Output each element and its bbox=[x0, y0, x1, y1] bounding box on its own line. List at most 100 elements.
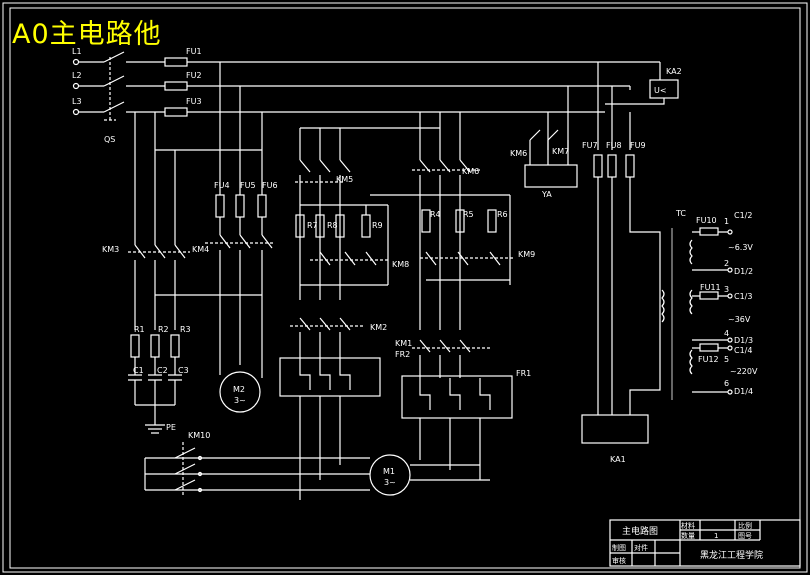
fuses-fu4-fu6 bbox=[215, 185, 267, 235]
contactor-km2 bbox=[290, 317, 365, 360]
m1-label: M1 bbox=[383, 467, 395, 476]
page-title: A0主电路他 bbox=[12, 19, 162, 50]
fu10-label: FU10 bbox=[696, 216, 717, 225]
r3-label: R3 bbox=[180, 325, 191, 334]
contactor-km1 bbox=[412, 339, 490, 378]
tap-6-num: 6 bbox=[724, 379, 729, 388]
fu12-label: FU12 bbox=[698, 355, 719, 364]
title-block-drawing-no: 图号 bbox=[738, 532, 752, 540]
tap-5-num: 5 bbox=[724, 355, 729, 364]
title-block-proof: 对件 bbox=[634, 543, 648, 552]
title-block-qty-val: 1 bbox=[714, 532, 718, 540]
title-block-scale: 比例 bbox=[738, 521, 752, 530]
fuse-fu9-label: FU9 bbox=[630, 141, 646, 150]
title-block-draw: 制图 bbox=[612, 543, 626, 552]
km6-ya-label: KM6 bbox=[510, 149, 527, 158]
brake-ya bbox=[524, 129, 578, 188]
fuse-fu4-label: FU4 bbox=[214, 181, 230, 190]
c3-label: C3 bbox=[178, 366, 189, 375]
km8-label: KM8 bbox=[392, 260, 409, 269]
fuse-fu6-label: FU6 bbox=[262, 181, 278, 190]
rc-network bbox=[128, 334, 182, 434]
title-block-check: 审核 bbox=[612, 556, 626, 565]
tap-3-num: 3 bbox=[724, 285, 729, 294]
tc-label: TC bbox=[675, 209, 686, 218]
fuse-fu7-label: FU7 bbox=[582, 141, 598, 150]
contactor-km10 bbox=[174, 442, 203, 495]
title-block-school: 黑龙江工程学院 bbox=[700, 549, 763, 561]
ka2-label: KA2 bbox=[666, 67, 682, 76]
ya-label: YA bbox=[541, 190, 552, 199]
contactor-km6 bbox=[412, 159, 480, 330]
m2-phase-label: 3~ bbox=[234, 396, 246, 405]
tap-5-name: C1/4 bbox=[734, 346, 752, 355]
motor-m2 bbox=[219, 365, 263, 413]
tap-1-num: 1 bbox=[724, 217, 729, 226]
km7-ya-label: KM7 bbox=[552, 147, 569, 156]
tap-3-name: C1/3 bbox=[734, 292, 752, 301]
m1-phase-label: 3~ bbox=[384, 478, 396, 487]
r6-label: R6 bbox=[497, 210, 508, 219]
tap-1-name: C1/2 bbox=[734, 211, 752, 220]
main-bus-drops bbox=[134, 62, 631, 245]
fu11-label: FU11 bbox=[700, 283, 721, 292]
fuse-fu2-label: FU2 bbox=[186, 71, 202, 80]
km5-label: KM5 bbox=[336, 175, 353, 184]
title-block-name: 主电路图 bbox=[622, 525, 658, 537]
km4-label: KM4 bbox=[192, 245, 209, 254]
m2-label: M2 bbox=[233, 385, 245, 394]
tap-2-num: 2 bbox=[724, 259, 729, 268]
thermal-relay-fr2 bbox=[279, 357, 381, 500]
r1-label: R1 bbox=[134, 325, 145, 334]
phase-l1-label: L1 bbox=[72, 47, 82, 56]
contactor-km3 bbox=[128, 244, 190, 330]
relay-ka1 bbox=[581, 414, 649, 444]
relay-ka2 bbox=[605, 62, 679, 105]
fuse-fu8-label: FU8 bbox=[606, 141, 622, 150]
fuse-fu5-label: FU5 bbox=[240, 181, 256, 190]
r9-label: R9 bbox=[372, 221, 383, 230]
km9-label: KM9 bbox=[518, 250, 535, 259]
km6-label: KM6 bbox=[462, 167, 479, 176]
title-block-qty: 数量 bbox=[681, 531, 695, 540]
transformer-tc bbox=[661, 227, 733, 400]
r4-label: R4 bbox=[430, 210, 441, 219]
tap-4-name: D1/3 bbox=[734, 336, 753, 345]
km1-label: KM1 bbox=[395, 339, 412, 348]
km2-label: KM2 bbox=[370, 323, 387, 332]
voltage-220v: ~220V bbox=[730, 367, 758, 376]
fr1-label: FR1 bbox=[516, 369, 531, 378]
contactor-km4 bbox=[155, 234, 275, 365]
r5-label: R5 bbox=[463, 210, 474, 219]
voltage-36v: ~36V bbox=[728, 315, 751, 324]
phase-l3-label: L3 bbox=[72, 97, 82, 106]
tap-2-name: D1/2 bbox=[734, 267, 753, 276]
ka1-label: KA1 bbox=[610, 455, 626, 464]
motor-m1 bbox=[144, 454, 490, 496]
r2-label: R2 bbox=[158, 325, 169, 334]
fuses-fu7-fu9 bbox=[593, 154, 661, 415]
tap-4-num: 4 bbox=[724, 329, 729, 338]
pe-label: PE bbox=[166, 423, 176, 432]
phase-inputs bbox=[72, 51, 660, 121]
c1-label: C1 bbox=[133, 366, 144, 375]
km10-label: KM10 bbox=[188, 431, 210, 440]
thermal-relay-fr1 bbox=[401, 375, 513, 480]
title-block-material: 材料 bbox=[681, 521, 695, 530]
fuse-fu3-label: FU3 bbox=[186, 97, 202, 106]
c2-label: C2 bbox=[157, 366, 168, 375]
resistors-r7-r9 bbox=[295, 204, 389, 285]
fr2-label: FR2 bbox=[395, 350, 410, 359]
contactor-km9 bbox=[420, 251, 515, 281]
ka2-box-label: U< bbox=[654, 86, 667, 95]
resistors-r4-r6 bbox=[370, 194, 511, 285]
drawing-frame-inner bbox=[9, 7, 801, 569]
fuse-fu1-label: FU1 bbox=[186, 47, 202, 56]
km3-label: KM3 bbox=[102, 245, 119, 254]
contactor-km8 bbox=[300, 251, 390, 286]
switch-qs-label: QS bbox=[104, 135, 115, 144]
r8-label: R8 bbox=[327, 221, 338, 230]
title-block bbox=[609, 519, 801, 567]
